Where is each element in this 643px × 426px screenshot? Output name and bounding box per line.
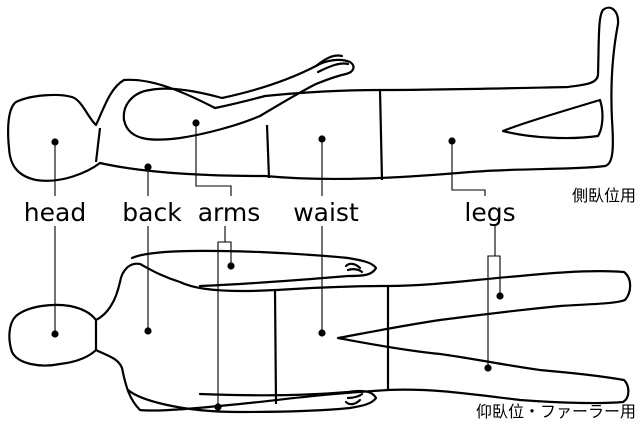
side-lying-leg-inner xyxy=(503,100,602,138)
caption-supine-fowler: 仰臥位・ファーラー用 xyxy=(476,402,636,421)
supine-arm-upper xyxy=(132,251,376,286)
dot-arms-supine-lower xyxy=(214,403,221,410)
side-lying-waist-left-line xyxy=(267,125,269,178)
leader-arms-bottom-a xyxy=(225,226,231,266)
label-arms: arms xyxy=(198,198,261,227)
label-back: back xyxy=(122,198,182,227)
supine-hand-upper xyxy=(346,264,362,272)
dot-head-supine xyxy=(51,330,58,337)
supine-arm-lower xyxy=(128,390,376,412)
side-lying-waist-right-line xyxy=(380,90,382,180)
marker-dots xyxy=(51,119,503,410)
label-waist: waist xyxy=(293,198,359,227)
caption-side-lying: 側臥位用 xyxy=(572,186,636,205)
dot-head-side xyxy=(51,138,58,145)
supine-waist-left-line xyxy=(275,290,276,404)
dot-waist-supine xyxy=(318,329,325,336)
supine-body-outline xyxy=(9,264,630,411)
leader-arms-bottom-b xyxy=(218,242,225,407)
leader-legs-bottom-a xyxy=(495,226,500,296)
part-labels: head back arms waist legs xyxy=(24,198,516,227)
dot-legs-supine-lower xyxy=(484,364,491,371)
supine-hand-lower xyxy=(346,394,362,404)
dot-legs-side xyxy=(448,137,455,144)
label-head: head xyxy=(24,198,86,227)
dot-back-supine xyxy=(144,327,151,334)
dot-legs-supine-upper xyxy=(496,292,503,299)
side-lying-neck-line xyxy=(96,128,100,162)
dot-waist-side xyxy=(318,135,325,142)
dot-back-side xyxy=(144,163,151,170)
leader-legs-top xyxy=(452,141,485,196)
side-lying-body-outline xyxy=(8,8,618,181)
dot-arms-side xyxy=(192,119,199,126)
dot-arms-supine-upper xyxy=(227,262,234,269)
side-lying-figure xyxy=(8,8,618,181)
label-legs: legs xyxy=(464,198,515,227)
leader-legs-bottom-b xyxy=(488,256,495,368)
leader-lines xyxy=(55,123,500,407)
side-lying-hand xyxy=(316,55,348,72)
